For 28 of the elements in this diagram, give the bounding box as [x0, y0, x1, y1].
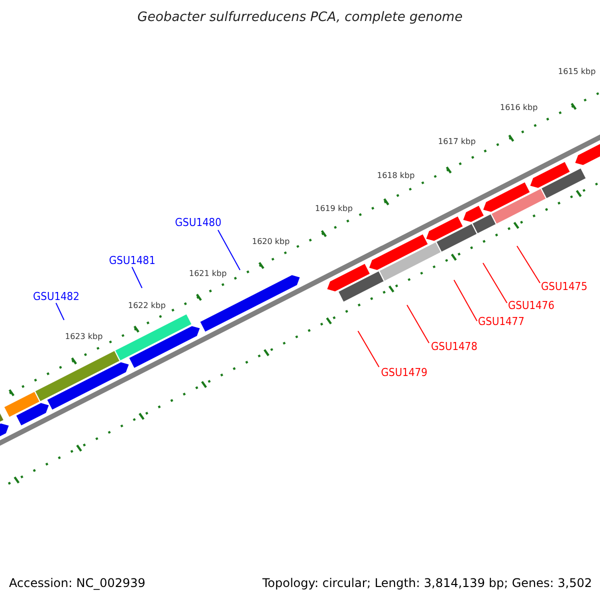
scale-label: 1622 kbp [128, 302, 166, 310]
scale-label: 1618 kbp [377, 172, 415, 180]
leader-line [56, 302, 64, 320]
leader-line [358, 330, 380, 368]
leader-line [516, 246, 540, 284]
leader-line [454, 280, 478, 322]
footer-text: Topology: circular; Length: 3,814,139 bp; Genes: 3,502 [262, 577, 592, 589]
gene-label: GSU1480 [175, 217, 222, 228]
scale-label: 1621 kbp [189, 270, 227, 278]
footer-text: Accession: NC_002939 [9, 577, 146, 589]
leader-line [218, 230, 240, 270]
title: Geobacter sulfurreducens PCA, complete genome [136, 11, 464, 24]
leader-line [406, 304, 430, 344]
gene-label: GSU1479 [381, 367, 428, 378]
scale-label: 1620 kbp [252, 238, 290, 246]
gene-label: GSU1481 [109, 255, 156, 266]
scale-label: 1615 kbp [558, 68, 596, 76]
leader-line [482, 262, 508, 304]
gene-label: GSU1476 [508, 300, 554, 311]
gene-label: GSU1482 [33, 291, 80, 302]
gene-label: GSU1475 [541, 281, 588, 292]
scale-label: 1623 kbp [65, 333, 103, 341]
scale-label: 1617 kbp [438, 138, 476, 146]
scale-label: 1616 kbp [500, 104, 538, 112]
leader-line [132, 266, 142, 288]
gene-label: GSU1478 [431, 341, 478, 352]
scale-label: 1619 kbp [315, 205, 353, 213]
gene-label: GSU1477 [478, 316, 524, 327]
